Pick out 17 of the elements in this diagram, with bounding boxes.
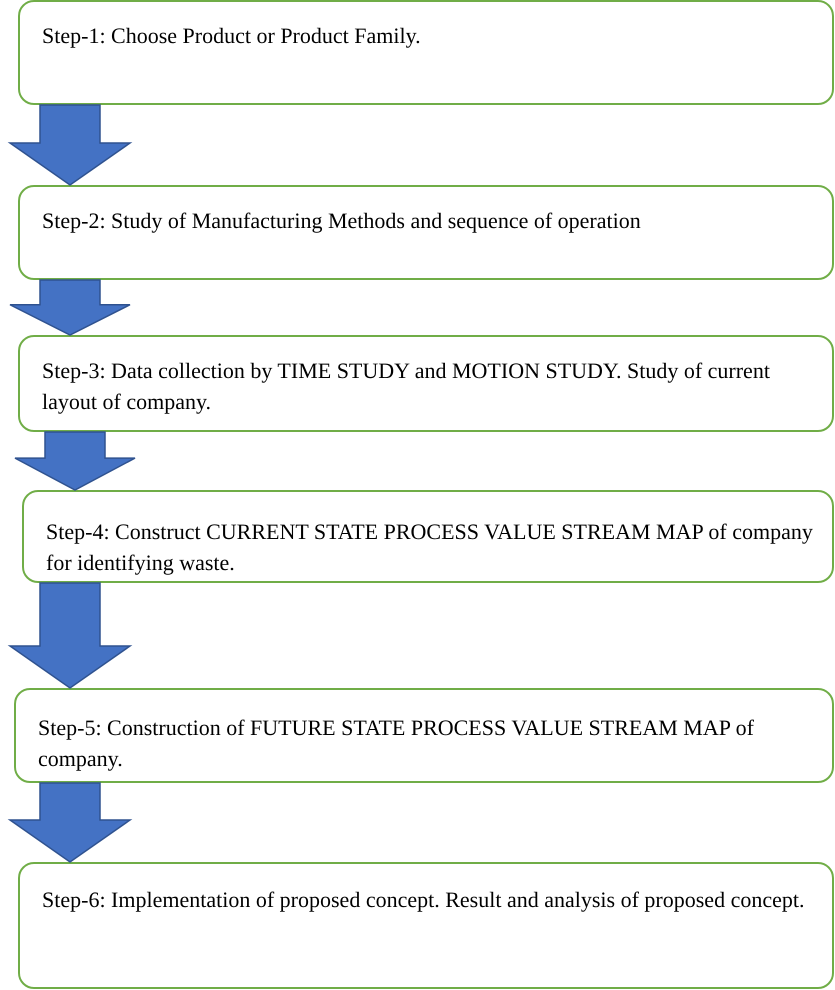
step-text: Step-6: Implementation of proposed concept. Result and analysis of proposed concept. [42,886,806,914]
block-arrow [9,279,131,336]
step-box [18,0,834,105]
step-text: Step-2: Study of Manufacturing Methods and sequence of operation [42,207,642,235]
step-box [22,490,834,583]
step-box [18,862,834,989]
block-arrow [8,782,132,863]
step-box [14,688,834,783]
step-text: Step-1: Choose Product or Product Family. [42,22,422,50]
step-text: Step-4: Construct CURRENT STATE PROCESS VALUE STREAM MAP of company for identifying waste. [46,518,814,577]
block-arrow [8,104,132,186]
step-box [18,335,834,432]
step-text: Step-5: Construction of FUTURE STATE PROCESS VALUE STREAM MAP of company. [38,714,755,773]
block-arrow [14,431,136,491]
step-text: Step-3: Data collection by TIME STUDY and MOTION STUDY. Study of current layout of company. [42,357,771,416]
block-arrow [8,582,132,689]
step-box [18,185,834,280]
